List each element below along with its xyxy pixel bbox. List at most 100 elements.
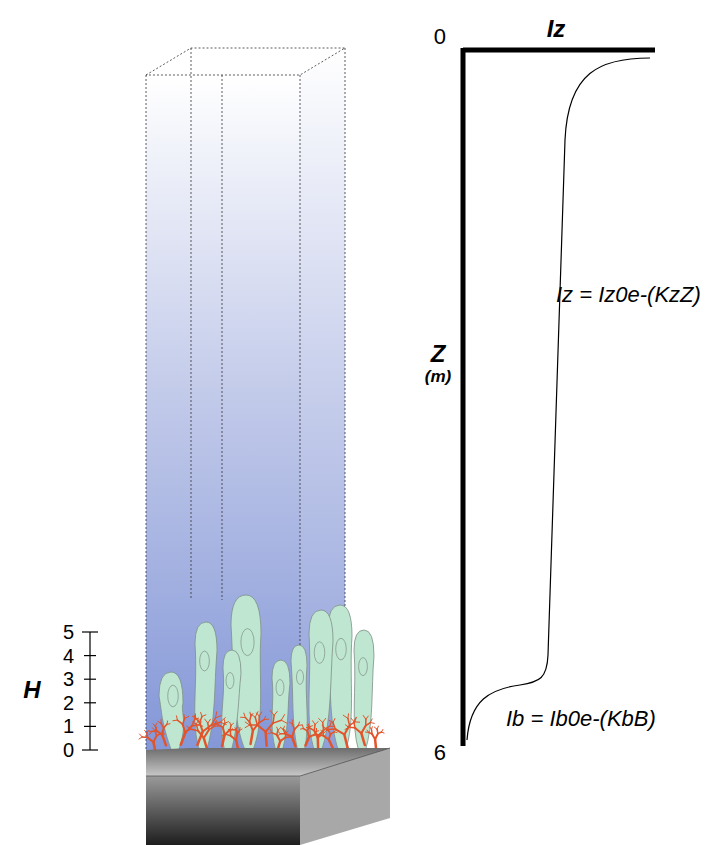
scale-value: 0 [63,740,74,760]
coralline-branch [195,714,196,718]
light-profile-graph [463,48,655,746]
top-axis [463,48,655,53]
kelp-blade [354,630,374,752]
coralline-branch [185,716,189,718]
coralline-branch [355,721,360,722]
kelp-blade [222,650,241,752]
water-column [146,48,345,776]
coralline-branch [295,725,299,729]
light-curve [467,58,650,740]
coralline-branch [377,726,378,729]
coralline-branch [181,733,186,745]
coralline-branch [251,714,256,717]
coralline-branch [327,728,335,730]
coralline-branch [333,719,335,723]
coralline-branch [278,728,280,730]
coralline-branch [222,735,225,746]
kelp-hole [168,685,179,707]
coralline-branch [155,726,156,731]
coralline-branch [319,719,323,723]
coralline-branch [208,723,209,730]
coralline-branch [381,732,384,733]
scale-value: 3 [63,669,74,689]
equation: Iz = Iz0e-(KzZ) [556,284,701,306]
coralline-branch [161,723,164,728]
coralline-branch [216,716,222,718]
kelp-hole [336,638,347,660]
coralline-branch [155,723,157,726]
coralline-branch [280,737,285,741]
sediment-block [146,748,390,845]
kelp-hole [226,673,234,689]
coralline-branch [177,720,182,724]
coralline-branch [370,722,374,724]
coralline-branch [292,720,293,724]
coralline-branch [257,725,265,732]
coralline-branch [329,734,331,739]
coralline-branch [149,732,152,735]
axis-value: 0 [434,26,446,48]
coralline-branch [223,723,225,727]
coralline-branch [349,727,355,729]
coralline-branch [345,727,349,729]
equation: Ib = Ib0e-(KbB) [506,708,656,730]
coralline-branch [222,734,226,736]
coralline-branch [323,730,327,735]
coralline-branch [202,715,206,717]
coralline-branch [146,733,148,738]
scale-title: H [23,678,40,702]
coralline-branch [278,731,281,733]
coralline-branch [216,721,218,725]
coralline-branch [152,728,155,731]
coralline-branch [329,739,333,748]
sediment-front [146,776,300,845]
coralline-branch [139,737,142,739]
coralline-branch [307,725,309,728]
coralline-branch [193,722,197,724]
coralline-branch [371,727,373,730]
coralline-branch [251,731,253,744]
water-top [146,48,345,75]
coralline-branch [361,733,365,745]
coralline-branch [302,725,304,728]
coralline-branch [148,738,154,742]
coralline-branch [281,715,284,721]
kelp-hole [276,680,284,696]
coralline-branch [366,723,371,726]
coralline-branch [333,723,335,730]
coralline-branch [367,730,368,732]
coralline-branch [167,723,170,725]
kelp-blade [159,672,184,752]
coralline-branch [236,727,237,730]
coralline-branch [220,718,225,723]
kelp-blade [291,645,307,752]
coralline-branch [315,722,318,725]
sediment-side [300,748,390,845]
coralline-branch [204,730,209,738]
coralline-branch [343,715,348,718]
coralline-branch [313,724,315,730]
coralline-branch [316,730,318,732]
coralline-branch [153,736,156,742]
kelp-hole [359,658,368,676]
coralline-branch [351,718,354,721]
coralline-branch [224,731,226,735]
coralline-branch [347,714,349,719]
coralline-branch [286,731,288,733]
kelp-blade [309,610,333,752]
kelp-hole [296,670,303,684]
kelp-hole [200,651,210,671]
coralline-branch [374,739,377,749]
coralline-branch [185,726,192,733]
axis-value: 6 [434,742,446,764]
coralline-branch [329,720,333,722]
coralline-branch [292,737,295,747]
coralline-branch [209,726,215,729]
coralline-branch [230,729,232,732]
coralline-branch [274,712,277,716]
scale-value: 2 [63,693,74,713]
coralline-branch [344,734,347,748]
coralline-branch [160,719,161,723]
coralline-branch [355,717,357,722]
coralline-branch [139,734,142,737]
